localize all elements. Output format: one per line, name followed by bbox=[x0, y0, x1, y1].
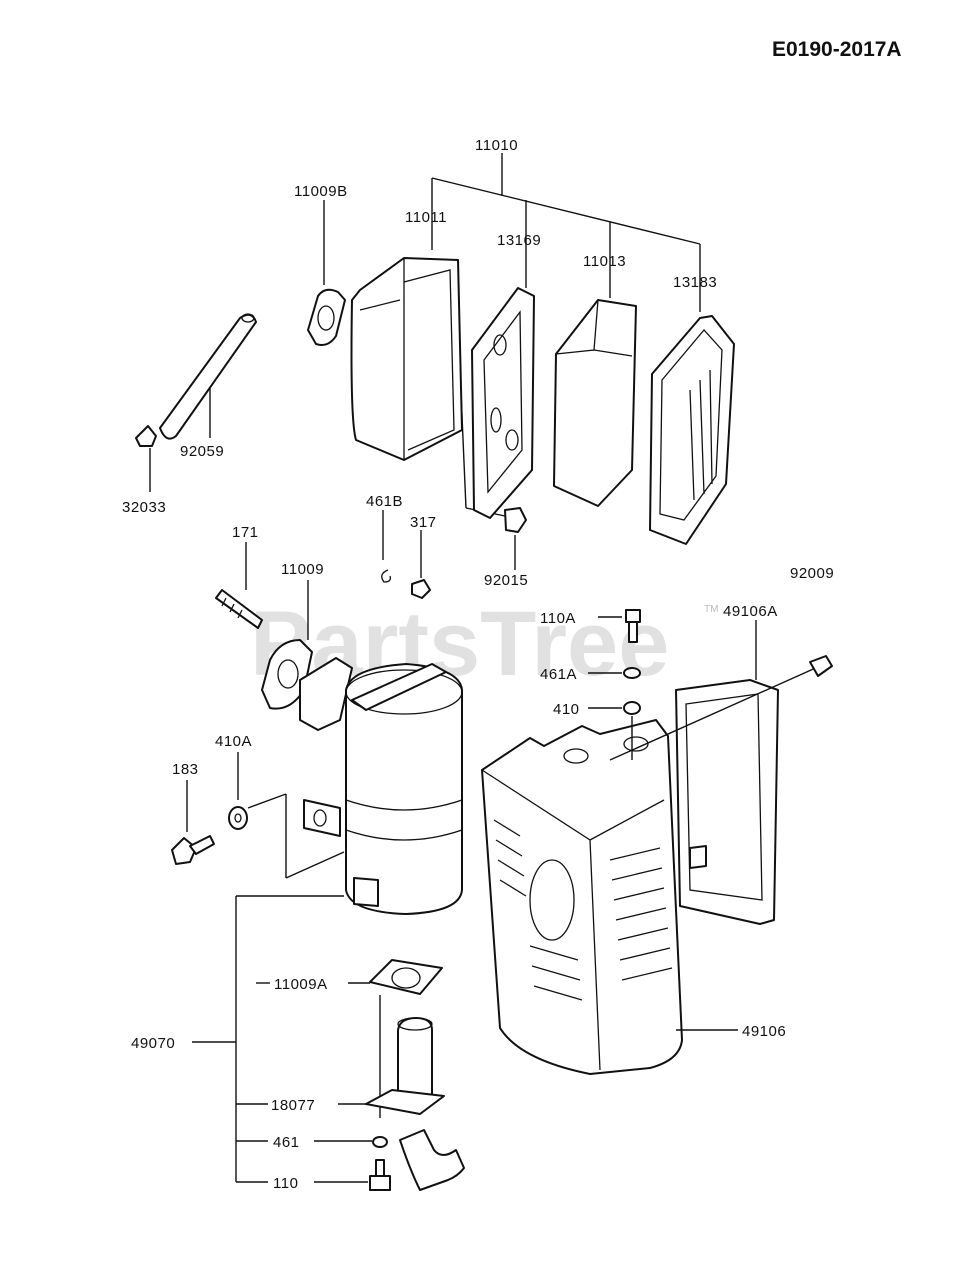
label-18077: 18077 bbox=[271, 1097, 315, 1114]
clip-32033 bbox=[135, 425, 157, 447]
air-cleaner-base-11011 bbox=[350, 257, 463, 461]
label-11009A: 11009A bbox=[274, 976, 328, 993]
bolt-110 bbox=[369, 1159, 391, 1191]
label-110: 110 bbox=[273, 1175, 298, 1192]
hose-92059 bbox=[159, 313, 257, 440]
label-461B: 461B bbox=[366, 493, 403, 510]
washer-410 bbox=[588, 701, 641, 760]
label-92015: 92015 bbox=[484, 572, 528, 589]
label-171: 171 bbox=[232, 524, 259, 541]
label-410A: 410A bbox=[215, 733, 252, 750]
label-13183: 13183 bbox=[673, 274, 717, 291]
label-11009B: 11009B bbox=[294, 183, 348, 200]
label-49070: 49070 bbox=[131, 1035, 175, 1052]
gasket-11009B bbox=[307, 288, 346, 346]
label-32033: 32033 bbox=[122, 499, 166, 516]
washer-410A bbox=[228, 752, 345, 879]
nut-92015 bbox=[504, 507, 527, 533]
label-11009: 11009 bbox=[281, 561, 324, 578]
plate-13169 bbox=[471, 287, 535, 519]
label-110A: 110A bbox=[540, 610, 576, 627]
part-labels: 11010 11009B 11011 13169 11013 13183 920… bbox=[122, 137, 834, 1192]
label-183: 183 bbox=[172, 761, 199, 778]
label-461: 461 bbox=[273, 1134, 300, 1151]
cover-13183 bbox=[649, 315, 735, 545]
label-11013: 11013 bbox=[583, 253, 626, 270]
label-92059: 92059 bbox=[180, 443, 224, 460]
bolt-183 bbox=[171, 780, 215, 865]
gasket-11009A bbox=[369, 959, 443, 995]
watermark-trademark: TM bbox=[704, 604, 718, 615]
bolt-110A bbox=[598, 609, 641, 643]
washer-461B bbox=[381, 510, 392, 583]
label-317: 317 bbox=[410, 514, 437, 531]
plate-49106A bbox=[609, 620, 833, 925]
nut-317 bbox=[411, 530, 431, 599]
label-13169: 13169 bbox=[497, 232, 541, 249]
muffler-49070 bbox=[299, 657, 463, 915]
label-11011: 11011 bbox=[405, 209, 447, 226]
label-410: 410 bbox=[553, 701, 580, 718]
label-49106A: 49106A bbox=[723, 603, 778, 620]
label-11010: 11010 bbox=[475, 137, 518, 154]
washer-461 bbox=[372, 1136, 388, 1148]
diagram-id: E0190-2017A bbox=[772, 38, 902, 61]
label-461A: 461A bbox=[540, 666, 577, 683]
stud-171 bbox=[215, 542, 263, 629]
pipe-18077 bbox=[365, 995, 465, 1191]
muffler-cover-49106 bbox=[481, 719, 738, 1075]
label-49106: 49106 bbox=[742, 1023, 786, 1040]
filter-element-11013 bbox=[553, 299, 637, 507]
washer-461A bbox=[588, 667, 641, 679]
label-92009: 92009 bbox=[790, 565, 834, 582]
muffler-assembly-bracket bbox=[192, 895, 372, 1183]
